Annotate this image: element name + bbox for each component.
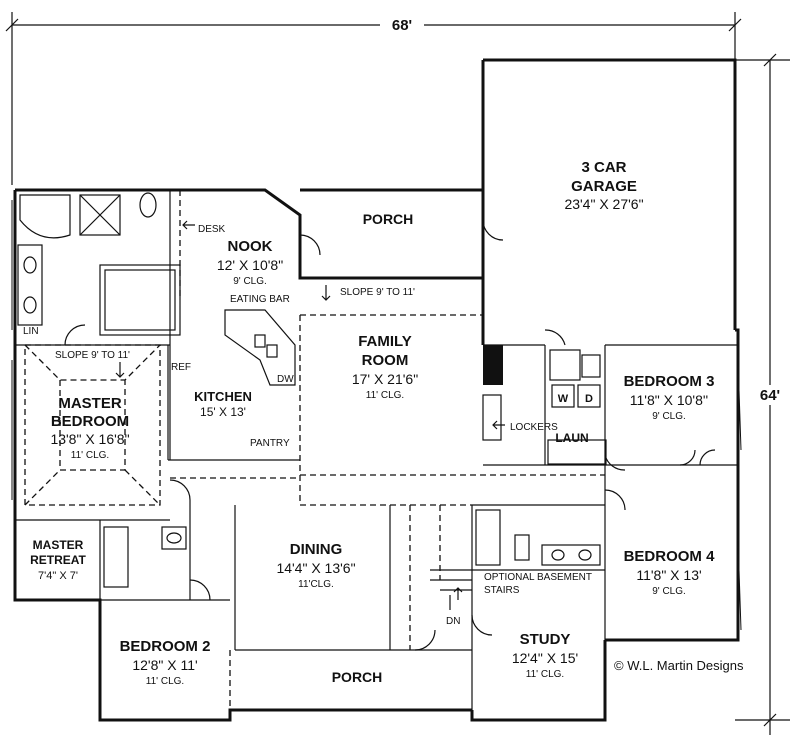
family-label-1: FAMILY <box>358 333 412 350</box>
slope-family-label: SLOPE 9' TO 11' <box>340 287 415 298</box>
front-porch-label: PORCH <box>332 669 383 685</box>
overall-depth: 64' <box>760 387 780 404</box>
width-dimension: 68' <box>5 12 742 185</box>
laundry-fixtures <box>482 345 607 465</box>
lockers-label: LOCKERS <box>510 422 558 433</box>
laun-label: LAUN <box>555 431 588 445</box>
master-ceiling: 11' CLG. <box>71 450 109 461</box>
pantry-label: PANTRY <box>250 438 290 449</box>
dining-ceiling: 11'CLG. <box>298 579 334 590</box>
nook-label: NOOK <box>228 238 273 255</box>
exterior-walls <box>13 58 740 722</box>
misc-labels: DESK EATING BAR REF DW PANTRY LIN LOCKER… <box>23 224 744 673</box>
slope-arrows <box>115 220 505 600</box>
kitchen-island <box>224 309 296 386</box>
slope-master-label: SLOPE 9' TO 11' <box>55 350 130 361</box>
kitchen-label: KITCHEN <box>194 389 252 404</box>
room-labels: 3 CAR GARAGE 23'4" X 27'6" PORCH NOOK 12… <box>30 159 715 687</box>
kitchen-dims: 15' X 13' <box>200 405 246 419</box>
desk-label: DESK <box>198 224 226 235</box>
bed2-ceiling: 11' CLG. <box>146 676 184 687</box>
bed4-ceiling: 9' CLG. <box>652 586 686 597</box>
bath3-fixtures <box>475 509 601 566</box>
dryer-label: D <box>585 393 593 405</box>
master-label-1: MASTER <box>58 395 122 412</box>
master-bath-fixtures <box>17 192 181 336</box>
study-dims: 12'4" X 15' <box>512 650 578 666</box>
basement-label-2: STAIRS <box>484 585 520 596</box>
bed4-dims: 11'8" X 13' <box>636 567 701 583</box>
retreat-label-1: MASTER <box>33 538 84 552</box>
bed4-label: BEDROOM 4 <box>624 548 716 565</box>
bed3-dims: 11'8" X 10'8'' <box>630 392 708 408</box>
garage-label-2: GARAGE <box>571 178 637 195</box>
depth-dimension: 64' <box>735 53 790 735</box>
master-dims: 13'8" X 16'8" <box>50 431 129 447</box>
overall-width: 68' <box>392 17 412 34</box>
interior-walls <box>15 190 738 710</box>
nook-ceiling: 9' CLG. <box>233 276 267 287</box>
basement-label-1: OPTIONAL BASEMENT <box>484 572 592 583</box>
dining-dims: 14'4" X 13'6" <box>276 560 355 576</box>
bed3-ceiling: 9' CLG. <box>652 411 686 422</box>
lin-label: LIN <box>23 326 39 337</box>
windows <box>11 200 742 721</box>
dw-label: DW <box>277 374 294 385</box>
retreat-label-2: RETREAT <box>30 553 86 567</box>
garage-dims: 23'4" X 27'6" <box>564 196 643 212</box>
bed2-dims: 12'8" X 11' <box>132 657 197 673</box>
rear-porch-label: PORCH <box>363 211 414 227</box>
retreat-dims: 7'4" X 7' <box>38 570 78 582</box>
family-label-2: ROOM <box>362 352 409 369</box>
garage-label-1: 3 CAR <box>581 159 626 176</box>
dn-label: DN <box>446 616 460 627</box>
nook-dims: 12' X 10'8" <box>217 257 283 273</box>
family-ceiling: 11' CLG. <box>366 390 404 401</box>
study-label: STUDY <box>520 631 571 648</box>
bed2-label: BEDROOM 2 <box>120 638 211 655</box>
dining-label: DINING <box>290 541 343 558</box>
family-dims: 17' X 21'6" <box>352 371 418 387</box>
ceiling-lines <box>24 190 605 710</box>
stairs <box>430 569 472 610</box>
washer-label: W <box>558 393 569 405</box>
bath2-fixtures <box>103 526 187 588</box>
eating-bar-label: EATING BAR <box>230 294 290 305</box>
master-label-2: BEDROOM <box>51 413 129 430</box>
door-swings <box>64 219 716 651</box>
designer-credit: © W.L. Martin Designs <box>614 658 744 673</box>
bed3-label: BEDROOM 3 <box>624 373 715 390</box>
ref-label: REF <box>171 362 191 373</box>
study-ceiling: 11' CLG. <box>526 669 564 680</box>
